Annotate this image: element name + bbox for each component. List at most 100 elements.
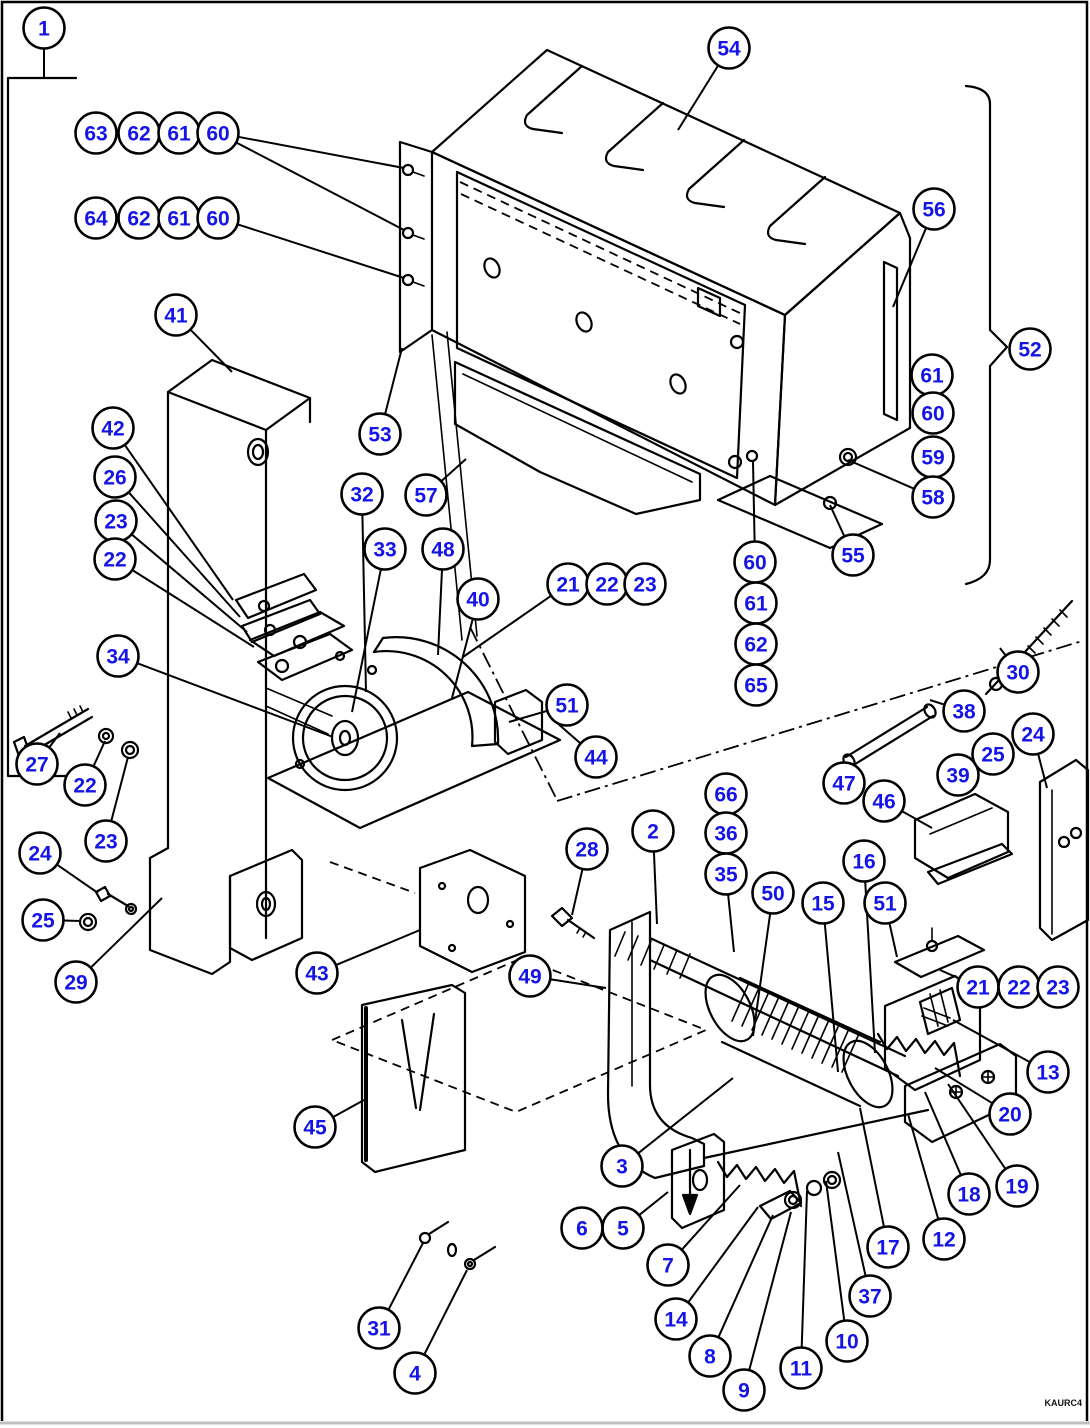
balloon-23[interactable]: 23 [84, 756, 129, 863]
balloon-30[interactable]: 30 [996, 647, 1040, 694]
balloon-number: 61 [920, 365, 944, 388]
balloon-61[interactable]: 61 [734, 581, 778, 625]
balloon-33[interactable]: 33 [351, 527, 407, 713]
balloon-9[interactable]: 9 [722, 1211, 792, 1412]
balloon-24[interactable]: 24 [18, 831, 99, 894]
balloon-number: 22 [595, 574, 618, 597]
balloon-60[interactable]: 60 [911, 391, 955, 435]
balloon-58[interactable]: 58 [847, 459, 955, 519]
balloon-29[interactable]: 29 [54, 897, 163, 1004]
balloon-13[interactable]: 13 [952, 1019, 1070, 1094]
balloon-34[interactable]: 34 [96, 634, 334, 738]
leader-line [637, 1077, 734, 1155]
balloon-24[interactable]: 24 [1011, 712, 1055, 789]
balloon-22[interactable]: 22 [997, 965, 1041, 1009]
balloon-7[interactable]: 7 [646, 1184, 741, 1287]
leader-line [440, 458, 467, 483]
balloon-42[interactable]: 42 [91, 406, 234, 601]
balloon-26[interactable]: 26 [93, 455, 241, 618]
balloon-14[interactable]: 14 [654, 1206, 759, 1341]
balloon-10[interactable]: 10 [825, 1180, 869, 1363]
balloon-45[interactable]: 45 [293, 1099, 365, 1149]
balloon-48[interactable]: 48 [421, 527, 465, 656]
balloon-61[interactable]: 61 [157, 196, 201, 240]
balloon-31[interactable]: 31 [357, 1242, 424, 1350]
balloon-50[interactable]: 50 [751, 871, 795, 1037]
balloon-22[interactable]: 22 [585, 562, 629, 606]
balloon-12[interactable]: 12 [907, 1113, 966, 1261]
watermark-code: KAURC4 [1044, 1398, 1082, 1408]
balloon-60[interactable]: 60 [733, 461, 777, 584]
balloon-6[interactable]: 6 [560, 1206, 604, 1250]
balloon-43[interactable]: 43 [295, 929, 421, 995]
balloon-59[interactable]: 59 [911, 435, 955, 479]
balloon-11[interactable]: 11 [779, 1190, 823, 1390]
balloon-27[interactable]: 27 [15, 732, 61, 786]
balloon-25[interactable]: 25 [971, 732, 1015, 776]
leader-line [437, 569, 443, 656]
balloon-25[interactable]: 25 [21, 898, 82, 942]
balloon-number: 60 [743, 552, 766, 575]
balloon-28[interactable]: 28 [565, 827, 609, 916]
balloon-40[interactable]: 40 [451, 577, 500, 699]
balloon-number: 16 [852, 851, 875, 874]
balloon-35[interactable]: 35 [704, 852, 748, 953]
balloon-62[interactable]: 62 [117, 111, 161, 155]
balloon-4[interactable]: 4 [393, 1269, 468, 1395]
balloon-47[interactable]: 47 [822, 761, 866, 805]
balloon-circle [631, 809, 675, 853]
balloon-21[interactable]: 21 [939, 965, 1000, 1009]
balloon-3[interactable]: 3 [600, 1077, 734, 1188]
balloon-2[interactable]: 2 [631, 809, 675, 925]
leader-line [110, 756, 129, 822]
balloon-16[interactable]: 16 [842, 839, 886, 1054]
balloon-36[interactable]: 36 [704, 811, 748, 855]
balloon-1[interactable]: 1 [22, 6, 66, 79]
balloon-8[interactable]: 8 [688, 1214, 774, 1378]
balloon-32[interactable]: 32 [340, 472, 384, 693]
balloon-23[interactable]: 23 [623, 562, 667, 606]
balloon-60[interactable]: 60 [196, 196, 405, 279]
balloon-54[interactable]: 54 [677, 26, 751, 131]
balloon-62[interactable]: 62 [117, 196, 161, 240]
balloon-63[interactable]: 63 [74, 111, 118, 155]
balloon-46[interactable]: 46 [862, 779, 933, 829]
balloon-65[interactable]: 65 [734, 663, 778, 707]
balloon-60[interactable]: 60 [196, 111, 405, 231]
balloon-19[interactable]: 19 [947, 1083, 1039, 1208]
balloon-23[interactable]: 23 [1036, 965, 1080, 1009]
balloon-38[interactable]: 38 [929, 689, 986, 733]
balloon-51[interactable]: 51 [508, 683, 589, 727]
balloon-circle [54, 960, 98, 1004]
balloon-61[interactable]: 61 [157, 111, 201, 155]
balloon-18[interactable]: 18 [924, 1091, 991, 1216]
leader-line [555, 721, 582, 745]
leader-line [56, 863, 99, 894]
balloon-5[interactable]: 5 [601, 1191, 669, 1250]
balloon-circle [654, 1297, 698, 1341]
balloon-64[interactable]: 64 [74, 196, 118, 240]
leader-line [929, 699, 945, 706]
balloon-41[interactable]: 41 [154, 293, 233, 373]
balloon-52[interactable]: 52 [1008, 327, 1052, 371]
balloon-56[interactable]: 56 [892, 187, 956, 308]
balloon-15[interactable]: 15 [801, 881, 845, 1073]
balloon-62[interactable]: 62 [734, 622, 778, 666]
balloon-61[interactable]: 61 [910, 353, 954, 397]
balloon-55[interactable]: 55 [829, 504, 875, 577]
balloon-49[interactable]: 49 [508, 954, 607, 998]
balloon-20[interactable]: 20 [934, 1067, 1032, 1136]
balloon-39[interactable]: 39 [936, 753, 980, 797]
balloon-17[interactable]: 17 [859, 1107, 910, 1269]
balloon-21[interactable]: 21 [462, 562, 590, 658]
leader-line [847, 459, 915, 490]
balloon-37[interactable]: 37 [837, 1151, 892, 1318]
balloon-51[interactable]: 51 [863, 881, 907, 958]
balloon-44[interactable]: 44 [555, 721, 618, 779]
balloon-number: 53 [368, 424, 391, 447]
balloon-57[interactable]: 57 [404, 458, 467, 517]
balloon-53[interactable]: 53 [358, 347, 403, 456]
balloon-66[interactable]: 66 [704, 772, 748, 816]
balloon-22[interactable]: 22 [63, 740, 107, 807]
balloon-22[interactable]: 22 [93, 537, 255, 648]
